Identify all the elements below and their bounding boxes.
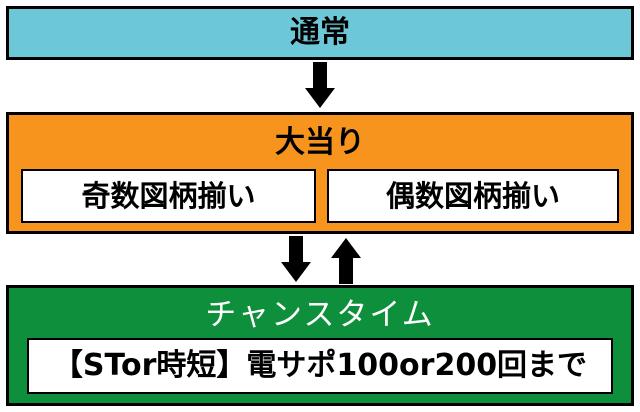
jackpot-title: 大当り [275,125,365,160]
arrow-chance-to-jackpot-head [331,238,361,258]
chance-time-box: チャンスタイム 【STor時短】電サポ100or200回まで [6,285,634,406]
arrow-normal-to-jackpot [305,62,335,108]
odd-symbol-box: 奇数図柄揃い [21,169,316,223]
chance-time-detail: 【STor時短】電サポ100or200回まで [27,338,613,394]
arrow-chance-to-jackpot [331,238,361,284]
arrow-jackpot-to-chance-head [281,262,311,282]
chance-time-title: チャンスタイム [205,297,435,333]
arrow-normal-to-jackpot-head [305,88,335,108]
arrow-normal-to-jackpot-shaft [313,62,327,90]
even-symbol-box: 偶数図柄揃い [327,169,619,223]
normal-state-label: 通常 [290,15,350,50]
arrow-chance-to-jackpot-shaft [339,256,353,284]
normal-state-box: 通常 [6,6,634,60]
arrow-jackpot-to-chance-shaft [289,236,303,264]
jackpot-box: 大当り 奇数図柄揃い 偶数図柄揃い [6,112,634,234]
arrow-jackpot-to-chance [281,236,311,282]
